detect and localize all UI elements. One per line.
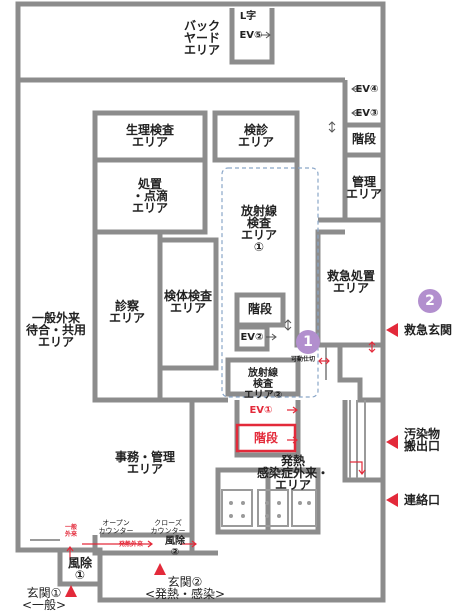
emergency-entrance-label: 救急玄関 (404, 323, 453, 337)
radiology-2-label: 放射線 検査 エリア② (243, 368, 283, 401)
tag-top-label: L字 (239, 11, 257, 22)
vestibule-1-wall (60, 547, 103, 584)
radiology-1-label: 放射線 検査 エリア ① (240, 204, 277, 254)
treatment-label: 処置 ・点滴 エリア (131, 177, 168, 215)
ev2-shaft (234, 324, 270, 352)
checkup-label: 検診 エリア (237, 123, 274, 149)
specimen-room (157, 237, 219, 371)
connection-label: 連絡口 (404, 493, 441, 507)
marker-1: 1 (296, 330, 320, 354)
entrance-1-label: 玄関① <一般> (21, 586, 67, 612)
fever-outpatient-label: 発熱外来 (118, 541, 143, 548)
fever-box-2 (265, 467, 321, 535)
ev5-label: EV⑤ (239, 30, 263, 41)
general-outpatient-label: 一般 外来 (64, 524, 77, 538)
general-waiting-label: 一般外来 待合・共用 エリア (25, 311, 86, 349)
fever-label: 発熱 感染症外来・ エリア (256, 454, 329, 492)
management-label: 管理 エリア (345, 175, 382, 201)
entrance-2-label: 玄関② <発熱・感染> (144, 575, 226, 601)
ev2-label: EV② (240, 332, 264, 343)
stairs-center-label: 階段 (247, 302, 272, 316)
contaminated-exit-label: 汚染物 搬出口 (404, 427, 441, 453)
stairs-red-label: 階段 (253, 431, 278, 445)
treatment-drip-room (92, 157, 208, 235)
admin-label: 事務・管理 エリア (114, 450, 175, 476)
ev1-label: EV① (249, 405, 273, 416)
ev5-shaft (229, 8, 275, 65)
ev4-label: EV④ (355, 84, 379, 95)
backyard-label: バック ヤード エリア (183, 19, 220, 57)
marker-2: 2 (418, 289, 442, 313)
radiology-2-room (225, 357, 301, 397)
vestibule-1-label: 風除 ① (67, 556, 92, 582)
dashed-radiology-zone (221, 167, 319, 398)
open-counter-label: オープン カウンター (98, 519, 134, 535)
specimen-label: 検体検査 エリア (163, 289, 212, 315)
emergency-wall (318, 217, 383, 403)
exam-label: 診察 エリア (108, 299, 145, 325)
physiology-label: 生理検査 エリア (125, 123, 174, 149)
vestibule-2-label: 風除 ② (165, 536, 185, 558)
lower-corridor (157, 368, 228, 403)
ev3-label: EV③ (355, 108, 379, 119)
stairs-top-label: 階段 (351, 132, 376, 146)
fever-right-wall (342, 400, 383, 483)
partition-label: 可動仕切 (290, 356, 315, 363)
emergency-label: 救急処置 エリア (326, 269, 375, 295)
closed-counter-label: クローズ カウンター (150, 519, 186, 535)
